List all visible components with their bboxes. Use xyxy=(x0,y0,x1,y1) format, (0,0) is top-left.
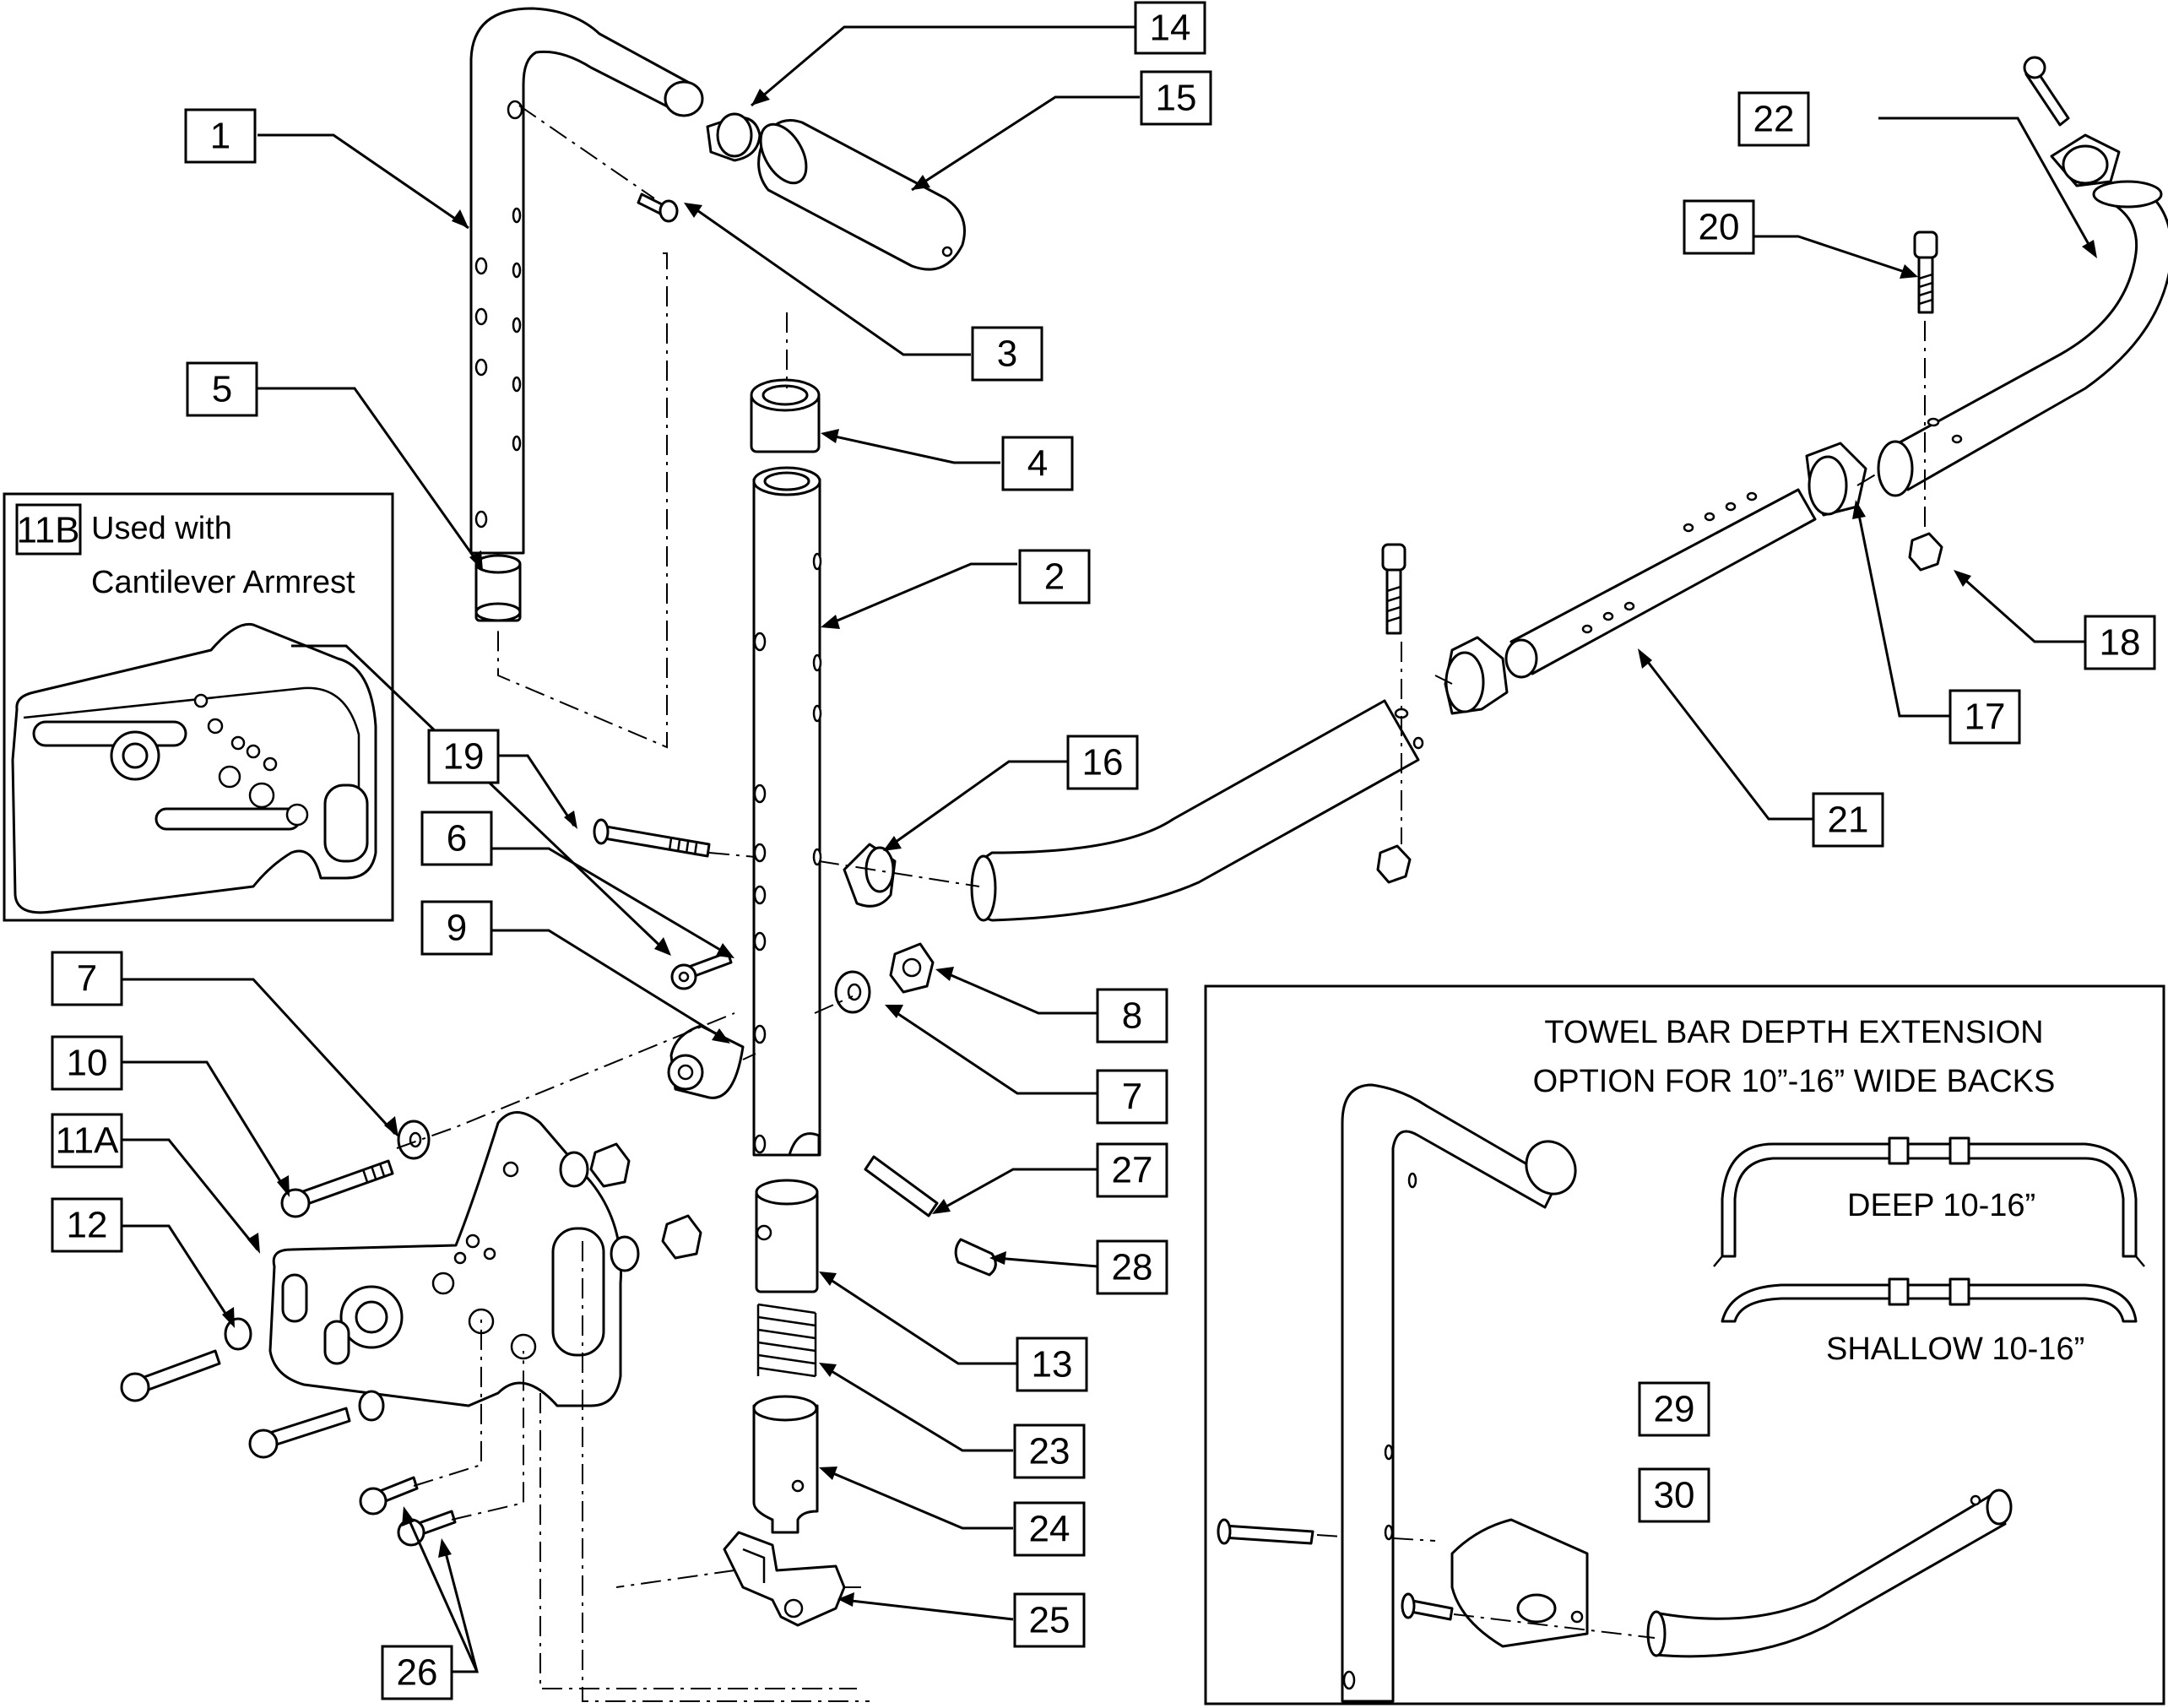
callout-label-24: 24 xyxy=(1029,1509,1070,1550)
callout-label-4: 4 xyxy=(1027,443,1048,485)
clamp-collar-center xyxy=(1444,636,1509,715)
callout-label-25: 25 xyxy=(1029,1600,1070,1641)
callout-label-23: 23 xyxy=(1029,1431,1070,1472)
callout-label-30: 30 xyxy=(1654,1475,1695,1516)
tube-insert-part-5 xyxy=(474,554,522,622)
callout-label-28: 28 xyxy=(1112,1247,1153,1288)
towel-bar-title-line1: TOWEL BAR DEPTH EXTENSION xyxy=(1544,1015,2043,1050)
shallow-towel-bar-label: SHALLOW 10-16” xyxy=(1826,1331,2084,1367)
swing-tube-lower-section xyxy=(970,699,1424,922)
callout-label-27: 27 xyxy=(1112,1150,1153,1191)
callout-label-11b: 11B xyxy=(16,510,79,551)
callout-label-11a: 11A xyxy=(55,1120,119,1162)
deep-towel-bar-label: DEEP 10-16” xyxy=(1847,1188,2035,1223)
callout-label-8: 8 xyxy=(1122,995,1142,1037)
callout-label-22: 22 xyxy=(1753,99,1795,140)
deep-towel-bar-drawing xyxy=(1713,1136,2145,1267)
tube-2-bottom-notch xyxy=(788,1132,821,1157)
towel-bar-upright-tube xyxy=(1341,1083,1577,1703)
end-plug-part-14 xyxy=(706,112,762,162)
lock-nut-part-8 xyxy=(889,942,935,994)
lock-nut-left xyxy=(1376,844,1412,884)
armrest-plate-part-11a xyxy=(268,1111,623,1407)
assembly-centerlines xyxy=(396,105,1926,1702)
callout-box-11b xyxy=(15,503,82,556)
callout-label-6: 6 xyxy=(447,818,467,859)
towel-bar-option-panel: TOWEL BAR DEPTH EXTENSION OPTION FOR 10”… xyxy=(1204,984,2165,1705)
hand-grip-part-15 xyxy=(757,119,966,271)
callout-label-2: 2 xyxy=(1044,556,1065,598)
callout-label-16: 16 xyxy=(1082,742,1124,784)
tube-cap-part-4 xyxy=(750,378,821,453)
callout-boxes: 1 2 3 4 5 6 7 7 8 9 10 11A 12 13 14 15 1 xyxy=(51,1,2156,1700)
washers-and-nuts xyxy=(224,1142,702,1422)
pin-part-27 xyxy=(864,1155,939,1217)
top-pin-and-cap xyxy=(2023,56,2121,187)
screw-part-29 xyxy=(1401,1592,1454,1621)
towel-bar-extension-arm xyxy=(1646,1488,2013,1658)
bolt-part-20 xyxy=(1913,230,1938,314)
callout-label-7-left: 7 xyxy=(77,958,97,1000)
screw-left-lower xyxy=(248,1407,351,1459)
cantilever-plate-handle-cutout xyxy=(323,784,369,863)
callout-label-7-right: 7 xyxy=(1122,1076,1142,1118)
screw-part-6 xyxy=(670,951,733,990)
screw-part-12 xyxy=(120,1349,221,1402)
callout-label-13: 13 xyxy=(1032,1344,1073,1385)
washer-part-7-left xyxy=(397,1120,431,1160)
callout-label-19: 19 xyxy=(443,736,485,778)
towel-bar-tube-part-22 xyxy=(1877,180,2168,497)
sleeve-part-13 xyxy=(755,1179,819,1293)
main-vertical-tube-part-2 xyxy=(752,466,822,1157)
screws-part-26 xyxy=(359,1476,457,1547)
depth-extension-block-part-30 xyxy=(1450,1518,1589,1648)
callout-label-14: 14 xyxy=(1150,8,1191,49)
callout-label-21: 21 xyxy=(1828,800,1869,841)
plate-11a-handle-cutout xyxy=(551,1227,605,1357)
callout-label-29: 29 xyxy=(1654,1389,1695,1430)
spacer-part-9 xyxy=(667,1024,745,1099)
lock-nut-part-18 xyxy=(1908,532,1943,572)
inset-11b-cantilever-plate: 11B Used with Cantilever Armrest xyxy=(3,492,394,922)
pin-part-19 xyxy=(593,818,711,858)
inset-11b-note-line1: Used with xyxy=(91,511,232,546)
callout-label-3: 3 xyxy=(997,333,1017,375)
spring-part-23 xyxy=(756,1303,817,1378)
plug-part-28 xyxy=(954,1238,997,1277)
callout-label-20: 20 xyxy=(1699,207,1740,248)
bolt-left xyxy=(1381,543,1406,635)
towel-bar-title-line2: OPTION FOR 10”-16” WIDE BACKS xyxy=(1533,1064,2056,1099)
tube-1-open-end xyxy=(664,80,704,117)
extension-tube-part-21 xyxy=(1504,488,1817,679)
cantilever-plate-11b xyxy=(11,622,377,914)
callout-label-9: 9 xyxy=(447,908,467,949)
callout-label-17: 17 xyxy=(1965,697,2006,738)
towel-bar-extension-bolt xyxy=(1217,1518,1314,1545)
callout-label-18: 18 xyxy=(2100,622,2141,664)
shallow-towel-bar-drawing xyxy=(1721,1277,2138,1323)
inset-11b-note-line2: Cantilever Armrest xyxy=(91,565,355,600)
callout-label-15: 15 xyxy=(1156,78,1197,119)
callout-label-12: 12 xyxy=(67,1205,108,1246)
clamp-part-25 xyxy=(723,1531,846,1627)
callout-label-1: 1 xyxy=(210,116,230,157)
end-cap-part-16 xyxy=(843,843,897,908)
callout-label-5: 5 xyxy=(212,369,232,410)
plunger-tube-part-24 xyxy=(752,1395,819,1534)
callout-label-10: 10 xyxy=(67,1043,108,1084)
washer-part-7-right xyxy=(834,970,871,1014)
callout-label-26: 26 xyxy=(397,1652,438,1694)
cantilever-plate-slot-upper xyxy=(32,720,187,747)
screw-part-3 xyxy=(637,192,679,223)
upright-tube-part-1 xyxy=(469,7,704,555)
cantilever-plate-slot-lower xyxy=(154,807,301,831)
screw-part-10 xyxy=(280,1159,394,1218)
